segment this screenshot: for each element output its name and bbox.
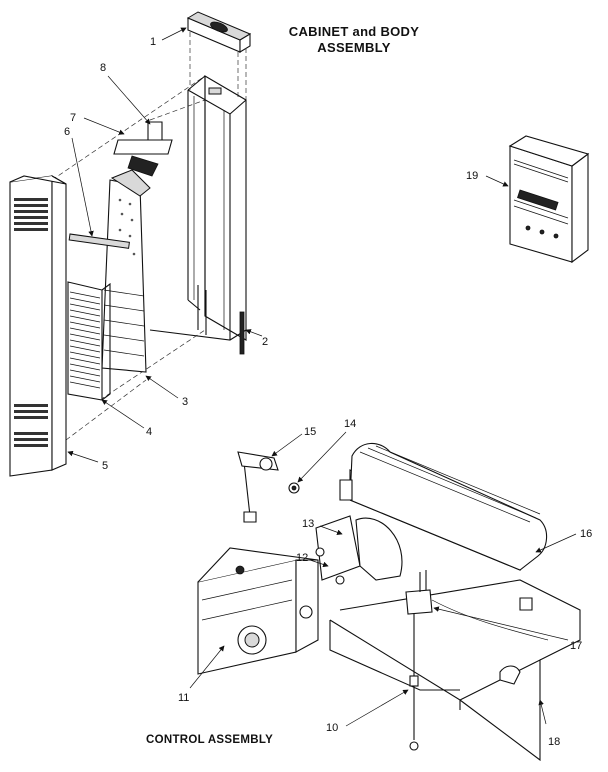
part-17-pilot <box>405 570 549 641</box>
callout-13: 13 <box>302 518 315 530</box>
cabinet-title-line1: CABINET and BODY <box>288 24 420 39</box>
part-1-top-cap <box>186 11 252 53</box>
callout-6: 6 <box>64 126 71 138</box>
part-8-bracket <box>113 121 173 177</box>
part-15-pilot-tube <box>237 451 279 523</box>
part-16-burner <box>339 442 548 611</box>
callout-18: 18 <box>548 736 561 748</box>
part-14-nut <box>288 482 300 494</box>
callout-17: 17 <box>570 640 583 652</box>
control-assembly-title: CONTROL ASSEMBLY <box>146 734 274 746</box>
part-6-exchanger <box>68 169 151 373</box>
callout-7: 7 <box>70 112 77 124</box>
cabinet-assembly-title: CABINET and BODY ASSEMBLY <box>276 24 432 56</box>
callout-11: 11 <box>178 692 190 704</box>
leader-lines <box>67 27 577 727</box>
callout-12: 12 <box>296 552 309 564</box>
part-11-gas-valve <box>197 547 319 675</box>
callout-1: 1 <box>150 36 157 48</box>
callout-4: 4 <box>146 426 153 438</box>
callout-19: 19 <box>466 170 479 182</box>
part-13-bracket <box>315 515 403 585</box>
callout-16: 16 <box>580 528 593 540</box>
part-2-rod <box>239 311 245 355</box>
part-10-thermocouple <box>409 612 419 751</box>
cabinet-body <box>149 75 247 341</box>
callout-10: 10 <box>326 722 339 734</box>
part-4-grille <box>67 281 111 401</box>
callout-5: 5 <box>102 460 109 472</box>
cabinet-title-line2: ASSEMBLY <box>317 40 391 55</box>
part-18-base <box>329 579 581 762</box>
callout-3: 3 <box>182 396 189 408</box>
callout-8: 8 <box>100 62 107 74</box>
callout-2: 2 <box>262 336 269 348</box>
part-19-thermostat <box>508 135 590 264</box>
callout-14: 14 <box>344 418 357 430</box>
callout-15: 15 <box>304 426 317 438</box>
part-5-front-panel <box>9 175 67 477</box>
